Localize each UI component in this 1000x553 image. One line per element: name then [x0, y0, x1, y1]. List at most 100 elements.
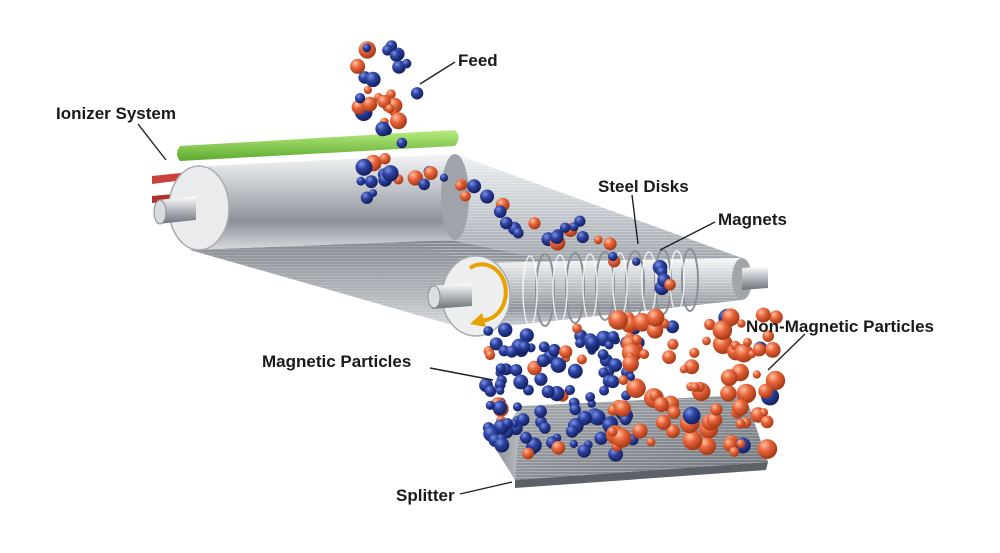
- magnetic-particle: [632, 257, 641, 266]
- magnetic-particle: [575, 338, 586, 349]
- non-magnetic-particle: [706, 411, 723, 428]
- magnetic-particle: [569, 222, 579, 232]
- non-magnetic-particle: [689, 347, 700, 358]
- steel-disks-leader: [631, 194, 639, 245]
- magnetic-particle: [604, 340, 614, 350]
- non-magnetic-particle: [759, 408, 769, 417]
- non-magnetic-particle: [682, 430, 703, 451]
- ionizer-bar: [177, 130, 459, 161]
- magnetic-particle: [550, 357, 567, 373]
- non-magnetic-particle: [653, 396, 669, 412]
- magnetic-particle: [355, 158, 373, 176]
- non-magnetic-particle: [690, 382, 700, 392]
- non-magnetic-particle: [572, 323, 582, 334]
- magnetic-particle: [518, 341, 531, 353]
- magnetic-particle: [559, 222, 571, 233]
- idler-shaft: [158, 196, 196, 224]
- magnets-label: Magnets: [718, 210, 787, 229]
- magnetic-drum: [427, 248, 768, 337]
- magnetic-particle: [567, 363, 583, 379]
- splitter-leader: [459, 481, 513, 495]
- non-magnetic-particle: [712, 320, 733, 341]
- magnetic-particle: [597, 349, 609, 360]
- magnetic-particle: [539, 422, 551, 434]
- magnetic-particle: [534, 405, 547, 418]
- non-magnetic-particle: [559, 345, 573, 359]
- non-magnetic-particle: [665, 424, 680, 439]
- magnetic-particle: [418, 178, 431, 191]
- non-magnetic-particle: [662, 350, 676, 364]
- magnetic-particle: [489, 337, 503, 351]
- non-magnetic-particle: [646, 437, 656, 447]
- magnetic-particle: [608, 251, 618, 262]
- non-magnetic-particle: [755, 307, 771, 323]
- magnetic-particle: [375, 121, 391, 137]
- feed-particles: [350, 40, 424, 204]
- non-magnetic-particle: [697, 436, 717, 455]
- magnetic-particle: [467, 179, 482, 194]
- non-magnetic-particle: [762, 330, 774, 342]
- magnetic-particle: [512, 402, 522, 412]
- magnetic-particle: [626, 372, 636, 381]
- non-magnetic-particle: [646, 308, 665, 327]
- magnetic-particle: [534, 372, 548, 386]
- non-magnetic-particle: [632, 423, 648, 439]
- non-magnetic-particle: [736, 383, 757, 404]
- magnetic-particle: [382, 44, 393, 56]
- magnetic-particle: [364, 175, 378, 189]
- non-magnetic-particle: [702, 336, 711, 346]
- magnetic-particle: [499, 216, 513, 230]
- leader-lines: [137, 61, 806, 495]
- non-magnetic-particle: [752, 343, 766, 357]
- magnetic-particle: [492, 400, 508, 416]
- non-magnetic-particle: [594, 235, 603, 245]
- rotation-arrow-icon: [468, 262, 508, 327]
- magnetic-particle: [565, 425, 579, 438]
- magnetic-particle: [439, 173, 449, 182]
- magnetic-particle: [585, 335, 600, 350]
- magnets-leader: [659, 221, 716, 251]
- non-magnetic-leader: [767, 333, 806, 371]
- non-magnetic-particle: [607, 426, 618, 437]
- non-magnetic-particle: [522, 447, 534, 460]
- magnetic-particle: [502, 418, 513, 429]
- non-magnetic-particle: [667, 406, 681, 419]
- non-magnetic-particle: [679, 365, 688, 374]
- non-magnetic-particle: [626, 378, 646, 399]
- magnetic-particle: [494, 437, 510, 453]
- magnetic-particle: [356, 176, 366, 186]
- idler-drum: [153, 154, 469, 251]
- magnetic-particle: [494, 379, 506, 391]
- non-magnetic-particle: [363, 85, 372, 95]
- non-magnetic-particle: [758, 383, 773, 399]
- magnetic-particle: [541, 385, 555, 399]
- steel-disks-label: Steel Disks: [598, 177, 689, 196]
- non-magnetic-particle: [769, 310, 783, 325]
- magnetic-particle: [495, 363, 506, 374]
- non-magnetic-particles: [605, 307, 786, 459]
- non-magnetic-particle: [460, 190, 471, 202]
- non-magnetic-particle: [720, 369, 738, 387]
- non-magnetic-particle: [622, 355, 639, 373]
- non-magnetic-particle: [764, 342, 781, 358]
- magnetic-particle: [620, 414, 632, 426]
- magnetic-particle: [498, 322, 513, 338]
- magnetic-particle: [513, 374, 529, 390]
- non-magnetic-particle: [389, 112, 407, 130]
- magnetic-particle: [519, 328, 534, 343]
- non-magnetic-particle: [379, 153, 391, 165]
- magnetic-particles-label: Magnetic Particles: [262, 352, 411, 371]
- non-magnetic-particle: [603, 237, 617, 251]
- non-magnetic-particle: [614, 400, 631, 417]
- non-magnetic-particle: [551, 440, 566, 455]
- magnetic-particle: [666, 320, 679, 334]
- non-magnetic-particle: [720, 385, 737, 402]
- magnetic-particle: [550, 230, 564, 244]
- non-magnetic-particle: [704, 318, 716, 331]
- non-magnetic-particle: [655, 414, 671, 430]
- magnetic-particle: [599, 385, 610, 396]
- non-magnetic-particle: [455, 180, 465, 191]
- non-magnetic-particle: [684, 359, 700, 375]
- non-magnetic-particle: [646, 322, 664, 339]
